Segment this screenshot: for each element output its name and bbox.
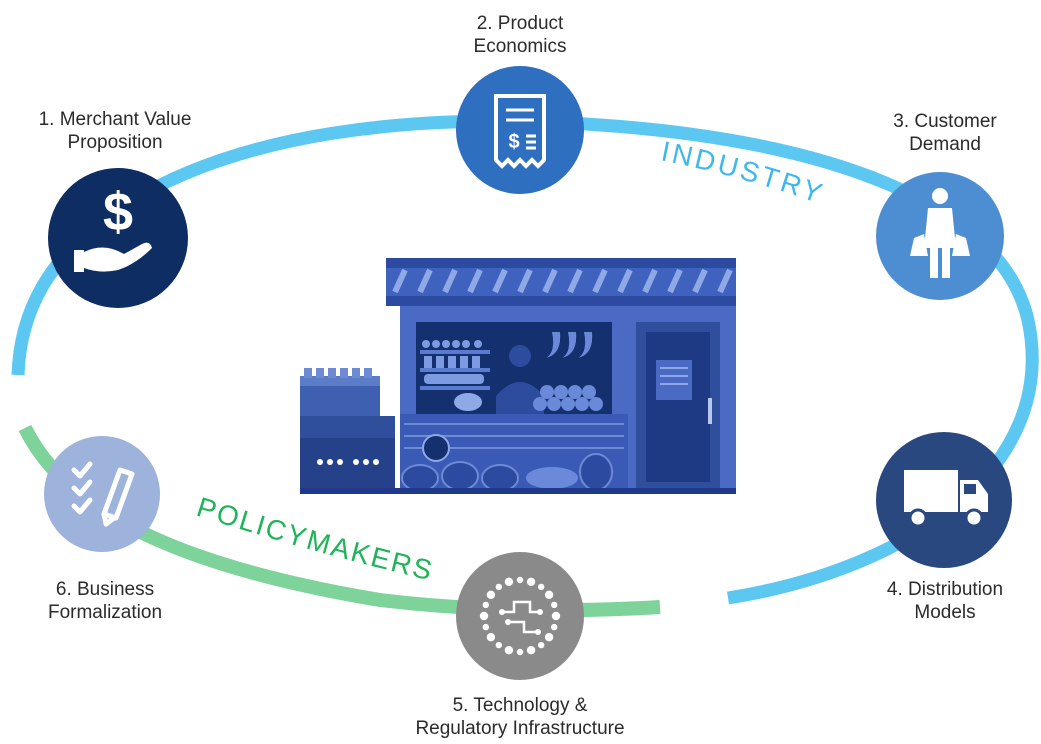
circuit-dot — [495, 641, 502, 649]
circuit-dot — [526, 577, 536, 586]
shopper-icon — [910, 188, 970, 278]
node-5-label: 5. Technology &Regulatory Infrastructure — [415, 695, 625, 739]
circuit-dot — [479, 611, 489, 621]
dollar-hand-icon: $ — [74, 182, 152, 272]
svg-text:$: $ — [508, 131, 519, 153]
circuit-dot — [551, 623, 558, 631]
circuit-icon — [479, 576, 561, 656]
circuit-dot — [482, 601, 489, 609]
circuit-dot — [544, 633, 554, 642]
circuit-dot — [486, 633, 496, 642]
circuit-dot — [482, 623, 489, 631]
circuit-dot — [538, 583, 545, 591]
truck-icon — [904, 470, 988, 528]
circuit-dot — [486, 590, 496, 599]
circuit-dot — [516, 648, 524, 656]
circuit-dot — [504, 577, 514, 586]
customer-demand-node — [876, 172, 1004, 300]
circuit-dot — [526, 646, 536, 655]
checklist-pencil-icon — [71, 461, 135, 527]
circuit-dot — [544, 590, 554, 599]
technology-node — [456, 552, 584, 680]
circuit-dot — [516, 576, 524, 584]
product-economics-node: $ — [456, 66, 584, 194]
circuit-dot — [551, 611, 561, 621]
market-stall-icon — [300, 258, 736, 494]
circuit-dot — [551, 601, 558, 609]
circuit-dot — [495, 583, 502, 591]
circuit-dot — [538, 641, 545, 649]
receipt-icon: $ — [494, 94, 546, 169]
merchant-value-node: $ — [48, 168, 188, 308]
distribution-models-node — [876, 432, 1012, 568]
svg-text:$: $ — [103, 182, 133, 242]
business-formalization-node — [44, 436, 160, 552]
circuit-dot — [504, 646, 514, 655]
